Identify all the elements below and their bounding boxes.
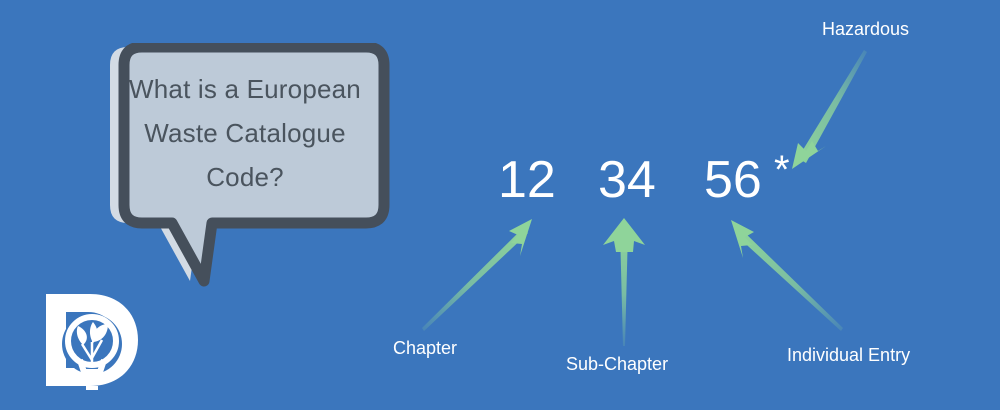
arrow-hazardous — [792, 50, 867, 169]
arrow-subchapter — [603, 218, 645, 346]
question-line-2: Waste Catalogue — [144, 118, 346, 148]
leaf-icon-center — [89, 322, 98, 343]
code-subchapter-digits: 34 — [598, 151, 656, 209]
caption-chapter: Chapter — [393, 338, 458, 358]
logo-bulb-base-2 — [83, 380, 101, 384]
code-entry-digits: 56 — [704, 151, 762, 209]
caption-subchapter: Sub-Chapter — [566, 354, 669, 374]
logo-sprout-stems — [80, 339, 104, 364]
speech-bubble-text: What is a European Waste Catalogue Code? — [118, 67, 372, 199]
leaf-icon-left — [76, 326, 87, 345]
question-line-1: What is a European — [129, 74, 361, 104]
lightbulb-icon — [65, 314, 119, 368]
caption-individual-entry: Individual Entry — [787, 345, 911, 365]
speech-bubble-shape — [110, 41, 390, 287]
hazardous-asterisk: * — [774, 148, 790, 192]
logo-bulb-neck — [77, 359, 107, 375]
logo-bulb-base-3 — [86, 386, 98, 390]
code-chapter-digits: 12 — [498, 151, 556, 209]
speech-bubble: What is a European Waste Catalogue Code? — [100, 41, 390, 288]
arrow-entry — [731, 220, 843, 331]
caption-hazardous: Hazardous — [822, 19, 910, 39]
logo-bulb-base-1 — [82, 374, 102, 378]
speech-bubble-body — [118, 41, 390, 287]
arrow-chapter — [422, 219, 532, 331]
question-line-3: Code? — [206, 162, 284, 192]
company-logo — [46, 294, 138, 390]
